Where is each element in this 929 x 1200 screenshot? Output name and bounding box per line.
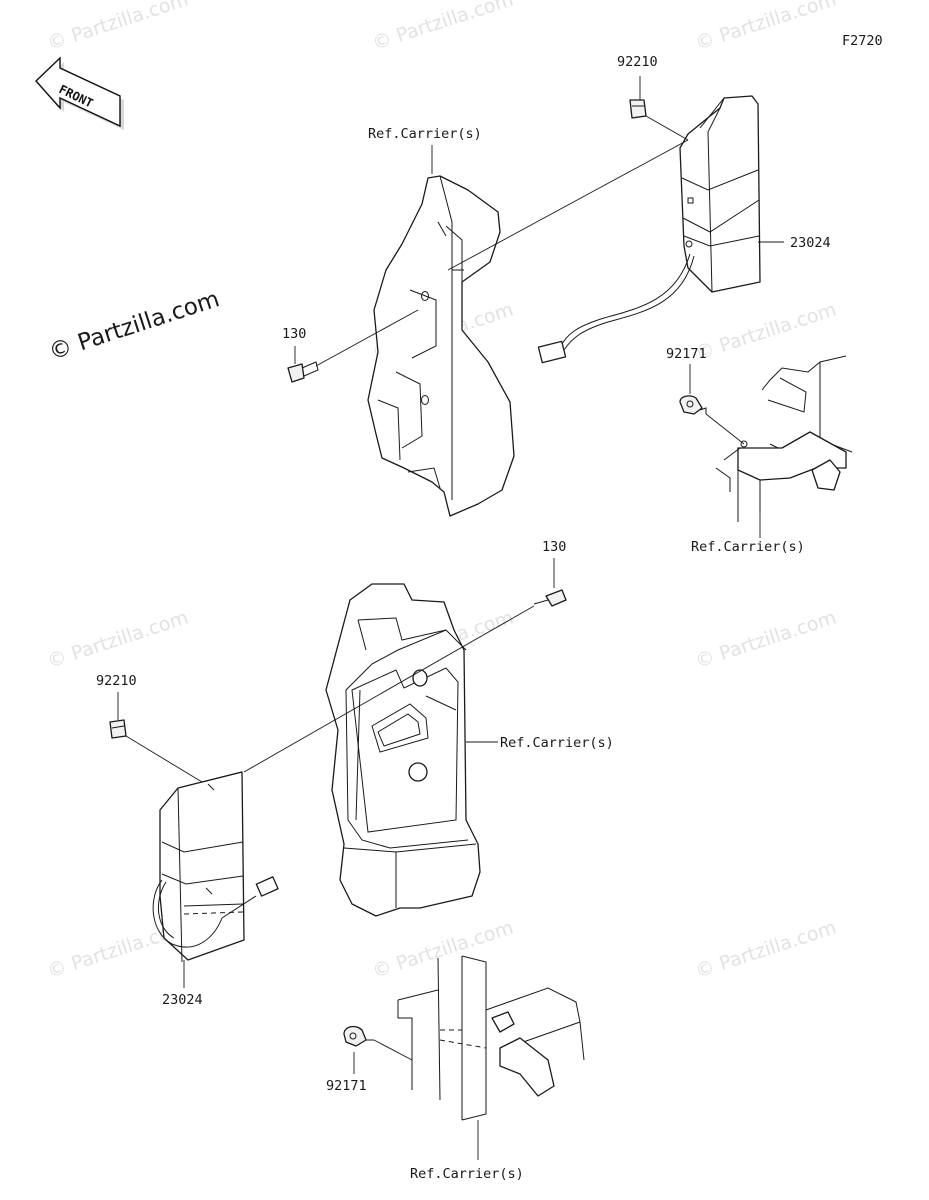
watermark-tile: © Partzilla.com [693, 299, 839, 365]
reflector-top [537, 95, 761, 364]
watermark-tile: © Partzilla.com [45, 607, 191, 673]
watermark-main: © Partzilla.com [46, 286, 223, 366]
callout-top-bolt: 130 [282, 326, 306, 342]
callout-bottom-reflector: 23024 [162, 992, 203, 1008]
callout-bottom-ref-carrier: Ref.Carrier(s) [500, 735, 614, 751]
watermark-tile: © Partzilla.com [693, 607, 839, 673]
clamp-top [679, 395, 707, 415]
leader-lines-bottom [117, 558, 555, 1160]
clamp-bottom [343, 1025, 374, 1047]
watermark-tile: © Partzilla.com [370, 0, 516, 55]
watermark-tile: © Partzilla.com [693, 917, 839, 983]
bolt-top [287, 361, 319, 383]
carrier-top-left [367, 175, 515, 517]
watermark-tile: © Partzilla.com [45, 0, 191, 55]
callout-top-reflector: 23024 [790, 235, 831, 251]
carrier-bottom-frame [325, 583, 481, 917]
carrier-bottom-lower-detail [397, 955, 585, 1121]
callout-top-ref-carrier: Ref.Carrier(s) [368, 126, 482, 142]
watermark-tile: © Partzilla.com [370, 917, 516, 983]
bolt-bottom [533, 589, 567, 607]
clip-fastener-bottom [109, 719, 127, 739]
callout-top-right-ref-carrier: Ref.Carrier(s) [691, 539, 805, 555]
callout-bottom-low-ref-carrier: Ref.Carrier(s) [410, 1166, 524, 1182]
callout-top-clamp: 92171 [666, 346, 707, 362]
front-arrow-icon: FRONT [35, 56, 124, 130]
callout-bottom-bolt: 130 [542, 539, 566, 555]
callout-bottom-clamp: 92171 [326, 1078, 367, 1094]
callout-bottom-clip: 92210 [96, 673, 137, 689]
clip-fastener-top [629, 99, 647, 119]
carrier-top-right-detail [715, 355, 853, 522]
diagram-id: F2720 [842, 33, 883, 49]
callout-top-clip: 92210 [617, 54, 658, 70]
watermark-tile: © Partzilla.com [693, 0, 839, 55]
reflector-bottom [152, 771, 279, 963]
leader-lines-top [294, 76, 784, 538]
